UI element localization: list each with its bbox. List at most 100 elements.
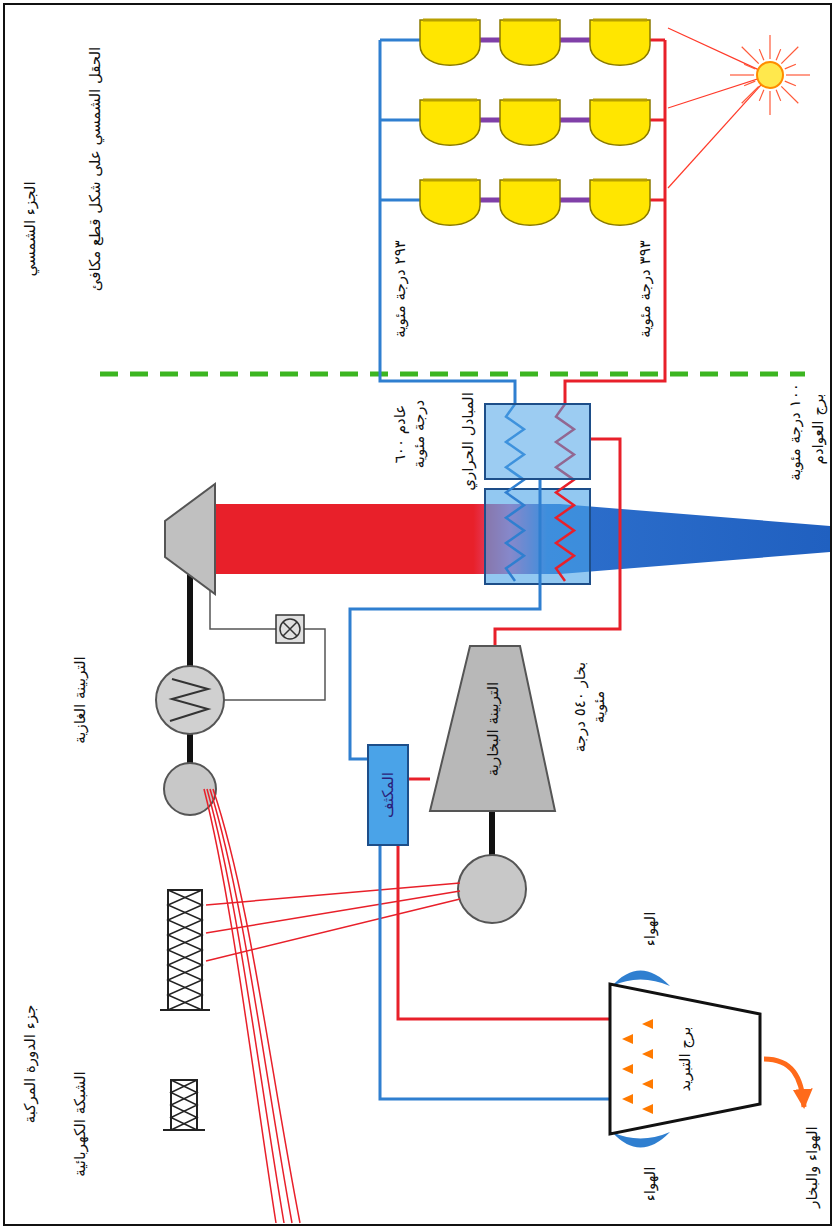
- sun-ray: [759, 90, 764, 101]
- trough-edge: [423, 19, 477, 22]
- parabolic-trough: [590, 180, 650, 225]
- sun-ray: [759, 49, 764, 60]
- sun-ray: [786, 74, 810, 75]
- water-drop: [622, 1064, 633, 1074]
- exhaust-label: عادم ٦٠٠ درجة مئوية: [391, 398, 429, 470]
- parabolic-trough: [590, 20, 650, 65]
- sun-ray: [668, 75, 770, 108]
- power-line: [206, 899, 460, 961]
- water-drop: [642, 1104, 653, 1114]
- compressor-blades: [170, 679, 208, 721]
- hot-branch-pipe: [650, 199, 665, 202]
- pipe-connector: [398, 845, 610, 1019]
- hot-branch-pipe: [650, 119, 665, 122]
- sun-ray: [744, 64, 755, 69]
- generator: [458, 855, 526, 923]
- condenser: المكثف: [368, 745, 408, 845]
- sun-ray: [742, 47, 759, 64]
- air-intake: [612, 1132, 670, 1148]
- parabolic-trough: [500, 100, 560, 145]
- power-line: [204, 789, 276, 1223]
- sun-ray: [781, 47, 798, 64]
- power-line: [207, 789, 284, 1223]
- air-label: الهواء: [641, 1167, 660, 1202]
- sun-ray: [785, 64, 796, 69]
- trough-edge: [503, 99, 557, 102]
- power-line: [210, 789, 292, 1223]
- cold-header-pipe: [380, 40, 515, 404]
- heat-exchanger: المبادل الحراري: [485, 404, 590, 479]
- pylon-bracing: [171, 1080, 197, 1130]
- cold-branch-pipe: [380, 39, 420, 42]
- sun-ray: [776, 49, 781, 60]
- sun-ray: [769, 35, 770, 59]
- stack-label: برج العوادم: [809, 394, 828, 465]
- steam-label: بخار ٥٤٠ درجة مئوية: [571, 657, 609, 757]
- compressor: [156, 666, 224, 734]
- sun-ray: [742, 86, 759, 103]
- hot-header-pipe: [565, 40, 665, 404]
- pylon: [171, 1080, 197, 1130]
- parabolic-trough: [420, 20, 480, 65]
- parabolic-trough: [500, 20, 560, 65]
- gas-turbine-label: التربينة الغازية: [71, 656, 90, 744]
- node-label: المكثف: [379, 772, 397, 818]
- trough-edge: [593, 179, 647, 182]
- cooling-tower: برج التبريد: [610, 984, 760, 1134]
- steam-turbine: التربينة البخارية: [430, 647, 555, 812]
- sun-ray: [744, 81, 755, 86]
- air-line: [224, 629, 325, 700]
- plume-arrow: [764, 1059, 804, 1107]
- pylon-bracing: [168, 890, 202, 1010]
- pipe-connector: [408, 778, 430, 781]
- pylon: [168, 890, 202, 1010]
- air-label: الهواء: [641, 912, 660, 947]
- parabolic-trough: [420, 100, 480, 145]
- water-drop: [642, 1019, 653, 1029]
- pylon-bracing: [171, 1080, 197, 1130]
- node-shape: [485, 404, 590, 479]
- sun-ray: [730, 74, 754, 75]
- water-drop: [642, 1049, 653, 1059]
- temperature-label: ٢٩٣ درجة مئوية: [391, 240, 410, 337]
- node-outline: [485, 404, 590, 479]
- sun-ray: [776, 90, 781, 101]
- gas-turbine: [165, 484, 215, 594]
- cold-branch-pipe: [380, 119, 420, 122]
- power-line: [206, 883, 460, 905]
- water-drop: [622, 1094, 633, 1104]
- section-title: جزء الدورة المركبة: [21, 1005, 40, 1124]
- trough-edge: [503, 179, 557, 182]
- trough-edge: [423, 99, 477, 102]
- trough-edge: [503, 19, 557, 22]
- section-title: الجزء الشمسي: [21, 181, 40, 276]
- node-label: التربينة البخارية: [484, 682, 502, 777]
- sun-ray: [785, 81, 796, 86]
- water-drop: [642, 1079, 653, 1089]
- hot-branch-pipe: [650, 39, 665, 42]
- combustor-mark: [283, 622, 297, 636]
- node-heading: المبادل الحراري: [459, 392, 477, 491]
- plume-label: الهواء والبخار: [803, 1126, 822, 1207]
- pylon-arm: [160, 1009, 210, 1011]
- parabolic-trough: [500, 180, 560, 225]
- sun-ray: [769, 91, 770, 115]
- frame: [4, 4, 831, 1225]
- sun: [757, 62, 783, 88]
- sun-ray: [668, 28, 770, 75]
- sun-ray: [668, 75, 770, 188]
- pylon-bracing: [168, 890, 202, 1010]
- node-shape: [368, 745, 408, 845]
- section-divider: [100, 372, 805, 377]
- node-label: برج التبريد: [676, 1026, 694, 1091]
- trough-edge: [593, 99, 647, 102]
- pylon-arm: [163, 1129, 205, 1131]
- pipe-connector: [380, 845, 610, 1099]
- parabolic-trough: [420, 180, 480, 225]
- combustor: [276, 615, 304, 643]
- temperature-label: ٣٩٣ درجة مئوية: [636, 240, 655, 337]
- power-line: [206, 891, 460, 933]
